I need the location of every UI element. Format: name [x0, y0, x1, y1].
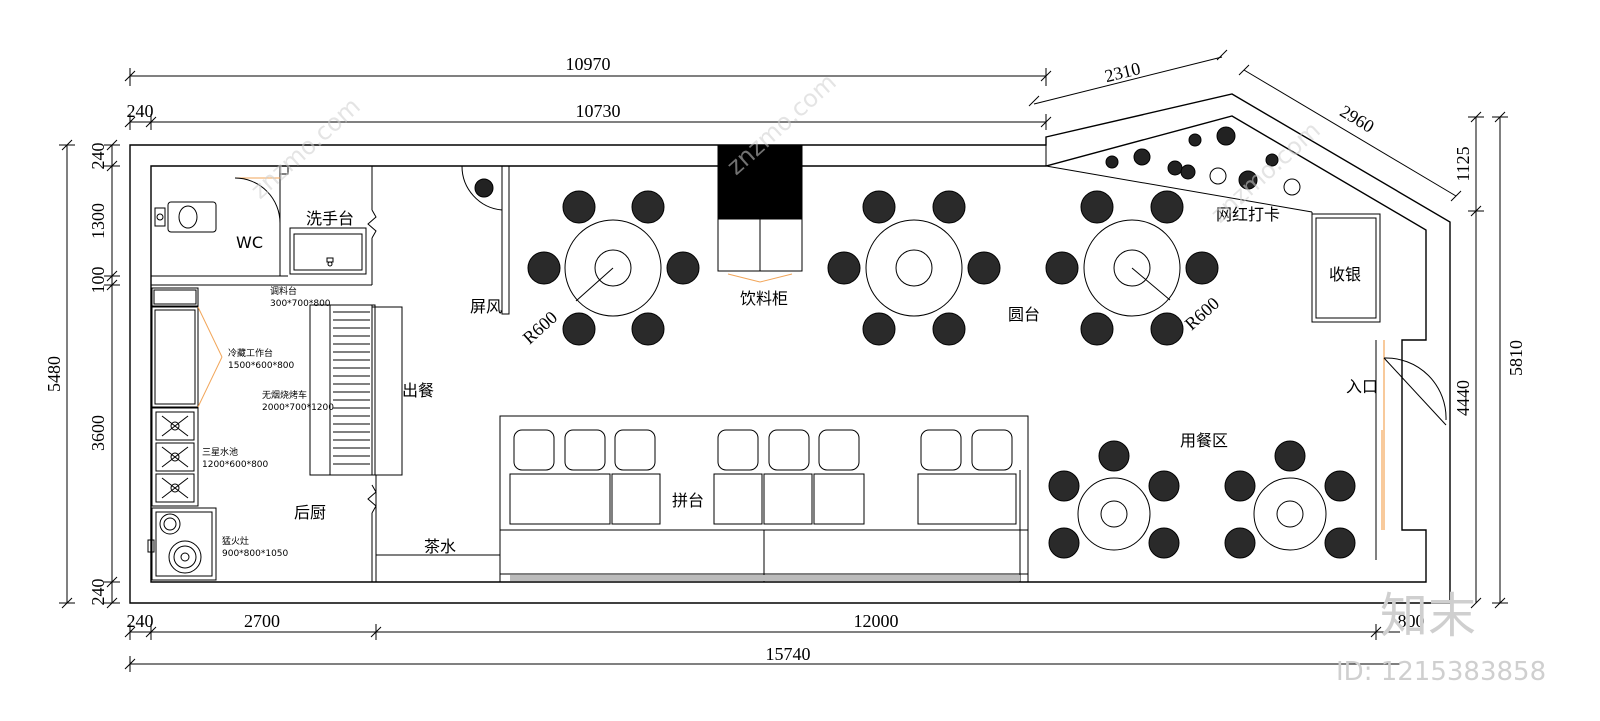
dim-bottom-right: 800: [1398, 611, 1425, 631]
label-shared-table: 拼台: [672, 491, 704, 510]
dim-left-240-bottom: 240: [88, 579, 108, 606]
dining-hall: [461, 144, 1381, 583]
label-serving: 出餐: [402, 381, 434, 400]
dim-right-top: 1125: [1453, 146, 1473, 181]
label-cashier: 收银: [1329, 265, 1361, 284]
label-wash-basin: 洗手台: [306, 209, 354, 228]
dim-angled-long: 2960: [1337, 101, 1378, 137]
label-stove: 猛火灶: [222, 535, 249, 547]
label-back-kitchen: 后厨: [294, 503, 326, 522]
label-sink: 三星水池: [202, 446, 238, 458]
label-round-table: 圆台: [1008, 305, 1040, 324]
label-stove-size: 900*800*1050: [222, 549, 289, 559]
watermark-brand: 知末: [1380, 588, 1476, 644]
label-seasoning-table: 调料台: [270, 285, 297, 297]
label-fridge-size: 1500*600*800: [228, 361, 295, 371]
watermark-id: ID: 1215383858: [1336, 657, 1546, 687]
round-table-5: [1224, 440, 1356, 559]
label-entrance: 入口: [1346, 377, 1378, 396]
label-radius-left: R600: [519, 307, 561, 348]
bar-chairs: [513, 429, 1013, 471]
label-photo-spot: 网红打卡: [1216, 205, 1280, 224]
dim-top-inner: 10730: [576, 101, 621, 121]
label-radius-right: R600: [1181, 293, 1223, 334]
dim-left-240-top: 240: [88, 143, 108, 170]
dim-left-3600: 3600: [88, 415, 108, 451]
dim-right-mid: 4440: [1453, 380, 1473, 416]
round-table-4: [1048, 440, 1180, 559]
dim-left-total: 5480: [44, 356, 64, 392]
dim-left-1300: 1300: [88, 203, 108, 239]
dim-top-total: 10970: [566, 54, 611, 74]
dim-bottom-total: 15740: [766, 644, 811, 664]
label-sink-size: 1200*600*800: [202, 460, 269, 470]
dimension-lines: [59, 49, 1508, 672]
dim-angled-short: 2310: [1103, 58, 1143, 86]
watermark-site-1: znzmo.com: [245, 92, 366, 204]
round-table-2: [827, 190, 1001, 346]
dim-bottom-2700: 2700: [244, 611, 280, 631]
label-seasoning-size: 300*700*800: [270, 299, 331, 309]
label-grill-cart: 无烟烧烤车: [262, 389, 307, 401]
dim-bottom-12000: 12000: [854, 611, 899, 631]
dim-bottom-240: 240: [127, 611, 154, 631]
label-tea: 茶水: [424, 537, 456, 556]
label-wc: WC: [236, 233, 263, 252]
label-grill-size: 2000*700*1200: [262, 403, 334, 413]
plant-decor: [474, 126, 1301, 198]
round-table-3: [1045, 190, 1219, 346]
kitchen-area: [147, 165, 500, 582]
dim-left-100: 100: [88, 267, 108, 294]
dim-top-left-wall: 240: [127, 101, 154, 121]
label-drink-cabinet: 饮料柜: [740, 289, 788, 308]
label-dining-area: 用餐区: [1180, 431, 1228, 450]
label-screen: 屏风: [470, 297, 502, 316]
dim-right-total: 5810: [1506, 340, 1526, 376]
label-fridge-bench: 冷藏工作台: [228, 347, 273, 359]
round-table-1: [527, 190, 700, 346]
